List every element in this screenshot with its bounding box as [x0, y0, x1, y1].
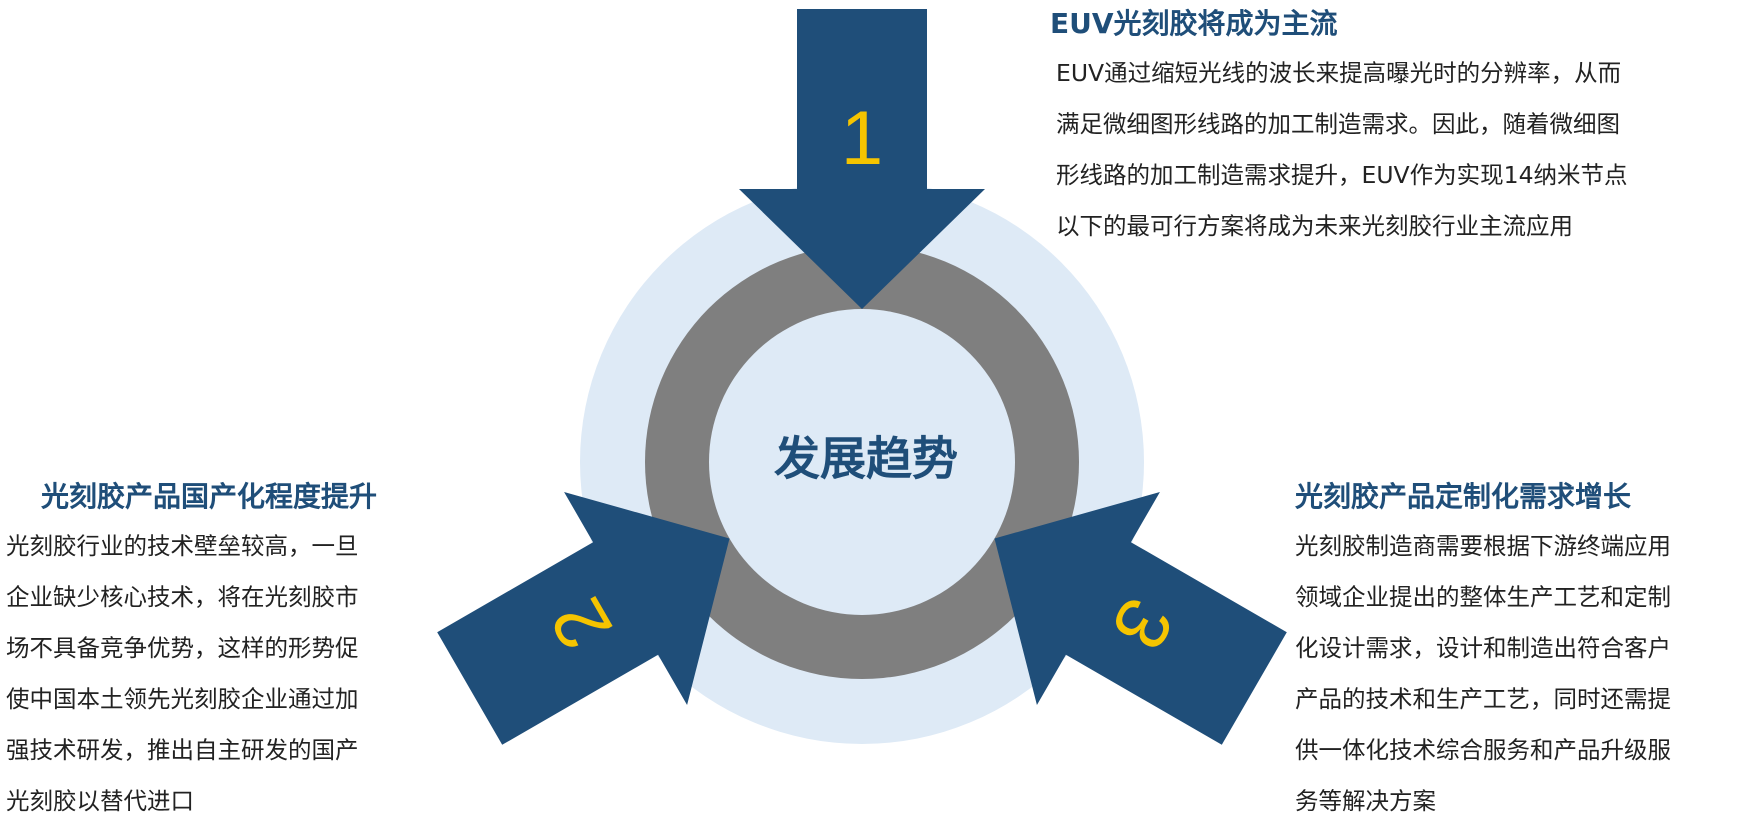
- body-line: 企业缺少核心技术，将在光刻胶市: [6, 583, 359, 611]
- body-line: 形线路的加工制造需求提升，EUV作为实现14纳米节点: [1056, 161, 1628, 189]
- body-line: 强技术研发，推出自主研发的国产: [6, 736, 359, 764]
- body-line: 场不具备竞争优势，这样的形势促: [6, 634, 359, 662]
- body-line: 化设计需求，设计和制造出符合客户: [1295, 634, 1671, 662]
- arrow-2: 2: [437, 491, 730, 745]
- arrow-1: 1: [739, 9, 985, 309]
- arrow-1-shape: [739, 9, 985, 309]
- body-line: EUV通过缩短光线的波长来提高曝光时的分辨率，从而: [1056, 59, 1622, 87]
- body-line: 领域企业提出的整体生产工艺和定制: [1295, 583, 1671, 611]
- trend-block-euv: EUV光刻胶将成为主流 EUV通过缩短光线的波长来提高曝光时的分辨率，从而 满足…: [1050, 4, 1750, 252]
- body-line: 产品的技术和生产工艺，同时还需提: [1295, 685, 1671, 713]
- body-line: 以下的最可行方案将成为未来光刻胶行业主流应用: [1056, 212, 1573, 240]
- arrow-3-shape: [994, 491, 1287, 745]
- trend-block-customization: 光刻胶产品定制化需求增长 光刻胶制造商需要根据下游终端应用 领域企业提出的整体生…: [1295, 477, 1757, 827]
- body-line: 光刻胶制造商需要根据下游终端应用: [1295, 532, 1671, 560]
- trend-block-localization: 光刻胶产品国产化程度提升 光刻胶行业的技术壁垒较高，一旦 企业缺少核心技术，将在…: [6, 477, 438, 827]
- trend-title-localization: 光刻胶产品国产化程度提升: [41, 480, 378, 513]
- trend-body-euv: EUV通过缩短光线的波长来提高曝光时的分辨率，从而 满足微细图形线路的加工制造需…: [1056, 48, 1746, 252]
- arrow-1-number: 1: [841, 96, 883, 181]
- body-line: 满足微细图形线路的加工制造需求。因此，随着微细图: [1056, 110, 1620, 138]
- arrow-2-shape: [437, 491, 730, 745]
- body-line: 光刻胶以替代进口: [6, 787, 194, 815]
- trend-title-customization: 光刻胶产品定制化需求增长: [1295, 480, 1632, 513]
- body-line: 使中国本土领先光刻胶企业通过加: [6, 685, 359, 713]
- trend-body-customization: 光刻胶制造商需要根据下游终端应用 领域企业提出的整体生产工艺和定制 化设计需求，…: [1295, 521, 1757, 827]
- trend-diagram: 1 2 3 发展趋势: [437, 9, 1287, 745]
- trend-title-euv: EUV光刻胶将成为主流: [1050, 7, 1338, 40]
- center-label: 发展趋势: [774, 432, 958, 486]
- trend-body-localization: 光刻胶行业的技术壁垒较高，一旦 企业缺少核心技术，将在光刻胶市 场不具备竞争优势…: [6, 521, 438, 827]
- arrow-3: 3: [994, 491, 1287, 745]
- body-line: 供一体化技术综合服务和产品升级服: [1295, 736, 1671, 764]
- inner-disc: [709, 309, 1015, 615]
- body-line: 务等解决方案: [1295, 787, 1436, 815]
- body-line: 光刻胶行业的技术壁垒较高，一旦: [6, 532, 359, 560]
